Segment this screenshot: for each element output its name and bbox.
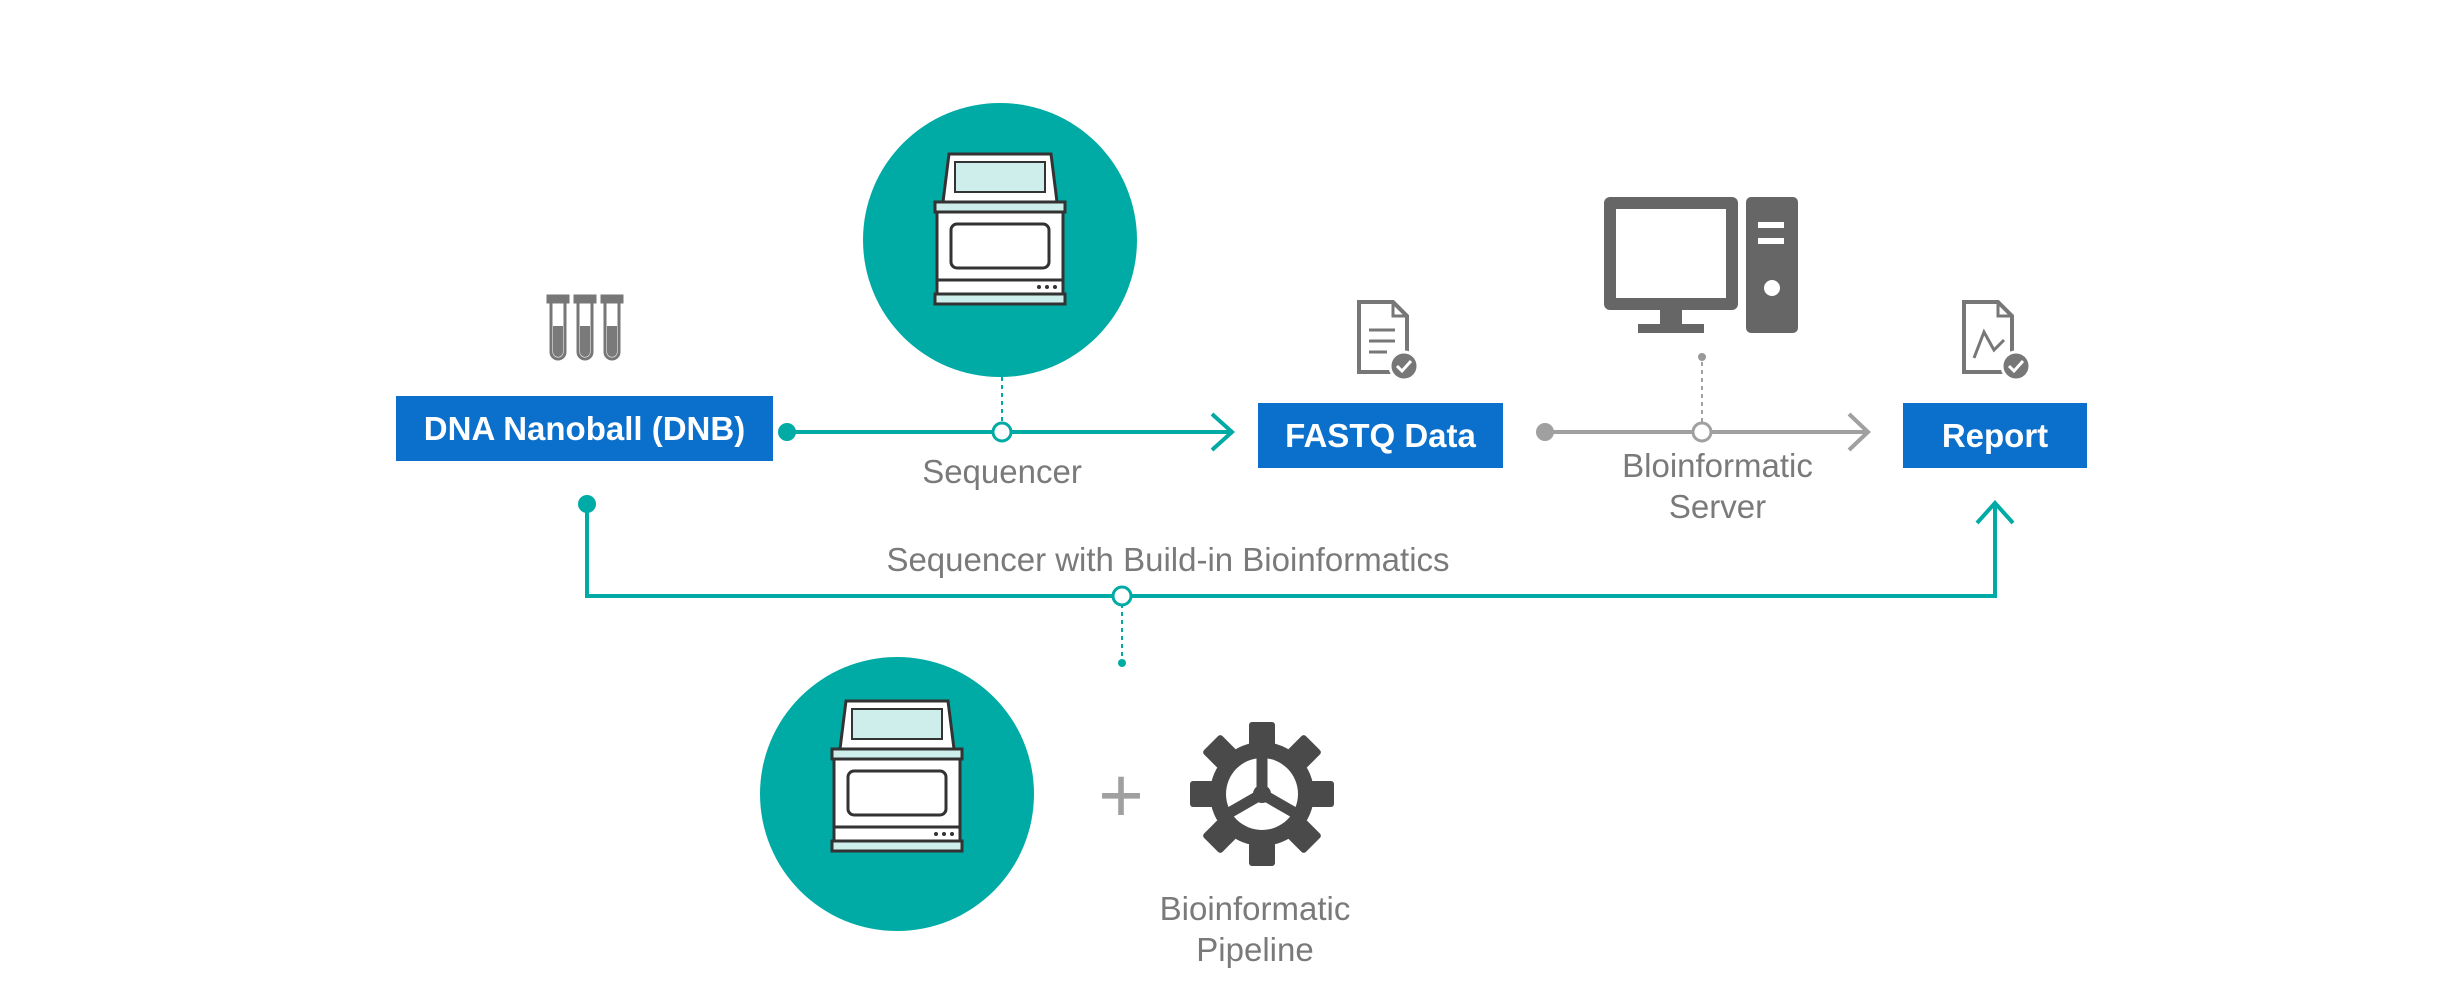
pipeline-label-line2: Pipeline bbox=[1196, 931, 1314, 968]
fastq-node: FASTQ Data bbox=[1258, 403, 1503, 468]
pipeline-label-line1: Bioinformatic bbox=[1159, 890, 1351, 927]
sequencer-label: Sequencer bbox=[922, 453, 1082, 490]
dnb-node: DNA Nanoball (DNB) bbox=[396, 396, 773, 461]
report-document-icon bbox=[1962, 300, 2032, 382]
sequencer-connector bbox=[778, 377, 1235, 452]
server-label-line1: Bloinformatic bbox=[1622, 447, 1813, 484]
combined-label: Sequencer with Build-in Bioinformatics bbox=[886, 541, 1450, 578]
server-connector bbox=[1536, 353, 1871, 452]
gear-icon bbox=[1190, 722, 1334, 866]
server-label: Bloinformatic Server bbox=[1570, 445, 1865, 527]
sequencer-machine-icon bbox=[933, 152, 1067, 306]
pipeline-label: Bioinformatic Pipeline bbox=[1090, 888, 1420, 970]
sequencer-machine-icon bbox=[830, 699, 964, 853]
combined-connector bbox=[578, 495, 2015, 667]
plus-sign: + bbox=[1098, 751, 1144, 839]
document-check-icon bbox=[1357, 300, 1420, 382]
server-label-line2: Server bbox=[1668, 488, 1767, 525]
desktop-computer-icon bbox=[1604, 197, 1798, 333]
report-node: Report bbox=[1903, 403, 2087, 468]
test-tubes-icon bbox=[546, 294, 624, 361]
